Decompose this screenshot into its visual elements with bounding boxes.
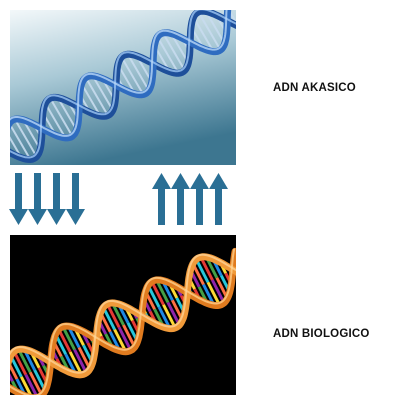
- adn-akasico-label: ADN AKASICO: [273, 82, 356, 94]
- orange-dna-helix-image: [10, 235, 236, 395]
- down-arrows-group: [9, 173, 85, 225]
- down-arrow-icon: [66, 173, 85, 225]
- up-arrows-group: [152, 173, 228, 225]
- up-arrow-icon: [171, 173, 190, 225]
- down-arrow-icon: [47, 173, 66, 225]
- up-arrow-icon: [152, 173, 171, 225]
- down-arrow-icon: [9, 173, 28, 225]
- down-arrow-icon: [28, 173, 47, 225]
- up-arrow-icon: [209, 173, 228, 225]
- blue-dna-helix-image: [10, 10, 236, 165]
- orange-dna-illustration: [10, 235, 236, 395]
- up-arrow-icon: [190, 173, 209, 225]
- adn-biologico-label: ADN BIOLOGICO: [273, 328, 370, 340]
- blue-dna-illustration: [10, 10, 236, 165]
